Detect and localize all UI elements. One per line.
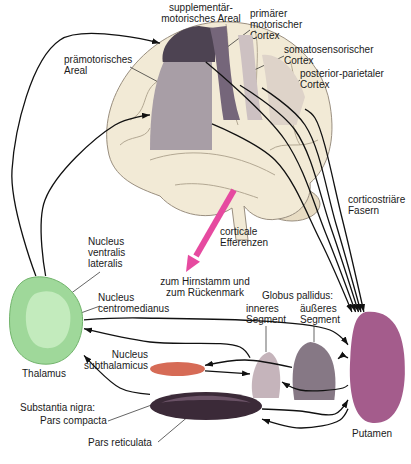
node-label: inneres Segment (246, 303, 296, 325)
leader-lines (56, 26, 314, 442)
node-outline (238, 35, 262, 120)
structure-label: corticale Efferenzen (220, 226, 280, 248)
structure-label: corticostriäre Fasern (348, 194, 411, 216)
node-label: Substantia nigra: (20, 402, 115, 413)
node-label: posterior-parietaler Cortex (300, 68, 408, 90)
pathway-arrow (84, 355, 150, 394)
node-outline (210, 26, 240, 120)
node-label: Pars reticulata (88, 437, 178, 448)
structure-label: Nucleus centromedianus (98, 292, 176, 314)
node-label: Thalamus (22, 368, 82, 379)
pathway-arrow (262, 88, 361, 312)
region-fill (293, 342, 336, 400)
leader-line (266, 326, 267, 352)
region-fill (252, 352, 280, 398)
region-fill (238, 35, 262, 120)
pathway-arrow (84, 329, 250, 358)
node-outline (150, 62, 212, 150)
region-fill (210, 26, 240, 120)
node-label: supplementär-motorisches Areal (152, 2, 250, 24)
nucleus-shape: Nucleus subthalamicus (150, 362, 205, 376)
cortex-region: prämotorisches Areal (150, 62, 212, 150)
efferent-arrow-head (186, 255, 200, 272)
region-fill (350, 312, 405, 423)
node-label: Pars compacta (40, 415, 120, 426)
region-fill (26, 291, 71, 348)
region-fill (162, 26, 215, 62)
node-outline (348, 312, 406, 425)
structure-label: Nucleus ventralis lateralis (88, 236, 140, 269)
sulcus-line (120, 128, 150, 145)
node-outline (8, 276, 84, 366)
sulcus-line (270, 140, 318, 150)
pallidum-segment: inneres Segment (250, 352, 282, 398)
node-outline (292, 342, 338, 400)
region-fill (262, 55, 305, 125)
pathway-arrow (206, 62, 356, 312)
pathway-arrow (41, 115, 150, 276)
cortex-region: posterior-parietaler Cortex (262, 55, 305, 125)
node-label: somatosensorischer Cortex (284, 44, 384, 66)
sulcus-line (175, 184, 258, 198)
pathway-arrow (84, 318, 348, 345)
putamen-shape: Putamen (348, 312, 406, 425)
node-label: primärer motorischer Cortex (250, 8, 312, 41)
region-fill (150, 392, 262, 420)
leader-line (158, 415, 190, 442)
node-outline (150, 362, 205, 376)
pathway-arrow (212, 124, 352, 312)
pathway-arrow (12, 33, 160, 276)
node-outline (262, 55, 305, 125)
node-outline (150, 392, 262, 420)
leader-line (314, 326, 315, 342)
node-outline (160, 26, 215, 62)
pallidum-segment: äußeres Segment (292, 342, 338, 400)
cortex-region: somatosensorischer Cortex (238, 35, 262, 120)
node-label: äußeres Segment (300, 303, 350, 325)
pathway-arrow (205, 371, 250, 374)
node-label: prämotorisches Areal (64, 54, 144, 76)
node-outline (250, 352, 282, 398)
region-fill (150, 62, 212, 150)
pathway-arrow (240, 85, 359, 312)
lateral-sulcus (150, 153, 275, 175)
structure-label: Globus pallidus: (262, 290, 362, 301)
nigra-shape: Substantia nigra:Pars compactaPars retic… (150, 392, 262, 420)
region-fill (150, 362, 205, 376)
cortex-region: supplementär-motorisches Areal (160, 26, 215, 62)
cortex-region: primärer motorischer Cortex (210, 26, 240, 120)
pathway-arrow (338, 356, 348, 359)
pathway-arrow (262, 400, 348, 415)
node-label: Putamen (352, 428, 410, 439)
pathway-arrow (282, 382, 348, 391)
thalamus-shape: Thalamus (8, 276, 84, 366)
pathway-arrow (262, 409, 348, 428)
region-fill (161, 396, 251, 403)
structure-label: zum Hirnstamm und zum Rückenmark (150, 276, 260, 298)
region-fill (10, 277, 83, 364)
pathway-arrow (305, 109, 364, 312)
node-label: Nucleus subthalamicus (84, 349, 148, 371)
pathway-arrow (205, 360, 292, 367)
